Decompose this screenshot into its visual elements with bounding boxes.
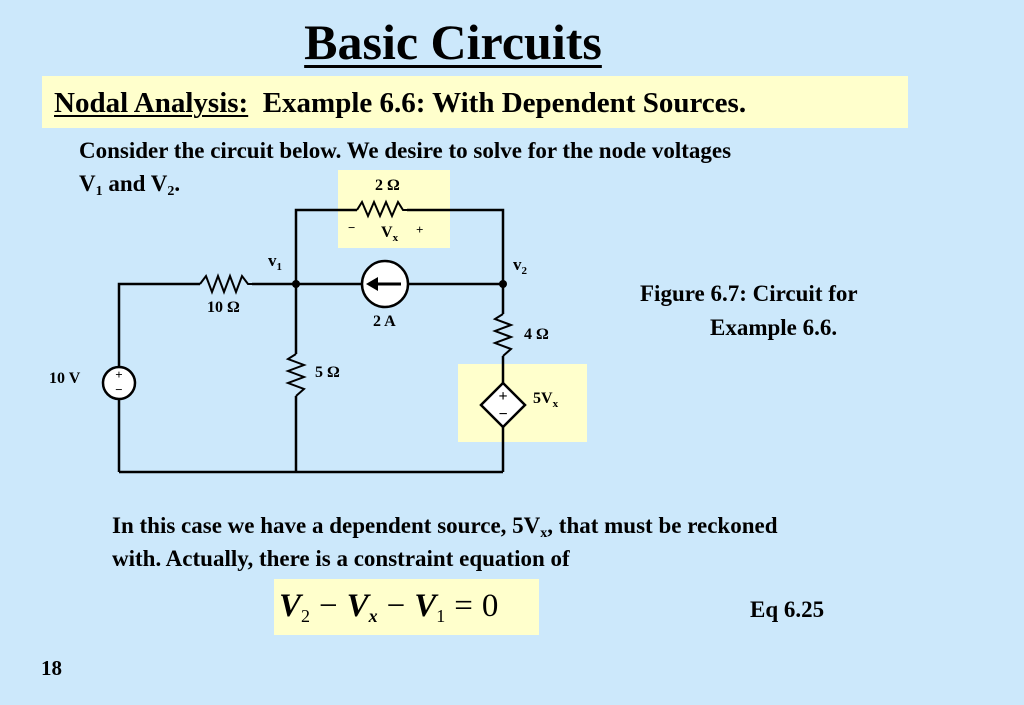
label-r-right: 4 Ω xyxy=(524,326,549,343)
current-source-2a xyxy=(360,259,410,309)
subtitle: Nodal Analysis: Example 6.6: With Depend… xyxy=(54,86,746,120)
equation-highlight xyxy=(274,579,539,635)
intro-line-1: Consider the circuit below. We desire to… xyxy=(79,138,732,163)
label-node-v2: v2 xyxy=(513,255,528,277)
label-r-top: 2 Ω xyxy=(375,177,400,194)
label-vx-minus: − xyxy=(348,220,355,235)
voltage-source-10v xyxy=(101,365,137,401)
label-current-source: 2 A xyxy=(373,313,396,330)
dependent-voltage-source xyxy=(479,381,527,429)
resistor-10-ohm xyxy=(199,273,252,295)
dep-minus: − xyxy=(498,406,507,423)
resistor-2-ohm xyxy=(356,199,407,219)
slide-title: Basic Circuits xyxy=(304,14,602,70)
vs-minus: − xyxy=(115,382,122,397)
resistor-5-ohm xyxy=(285,353,307,397)
label-vx: Vx xyxy=(381,224,399,244)
figure-caption: Figure 6.7: Circuit for Example 6.6. xyxy=(640,281,858,340)
label-r-left: 10 Ω xyxy=(207,299,240,316)
label-node-v1: v1 xyxy=(268,251,282,273)
label-r-middle: 5 Ω xyxy=(315,364,340,381)
subtitle-label: Nodal Analysis: xyxy=(54,87,249,119)
resistor-4-ohm xyxy=(492,313,514,357)
node-v1-dot xyxy=(292,280,300,288)
vs-plus: + xyxy=(115,367,122,382)
body-line-2: with. Actually, there is a constraint eq… xyxy=(112,546,570,571)
circuit-wires xyxy=(117,208,505,474)
page-number: 18 xyxy=(41,656,62,680)
subtitle-text: Example 6.6: With Dependent Sources. xyxy=(262,87,747,119)
dep-plus: + xyxy=(498,388,507,405)
body-line-1: In this case we have a dependent source,… xyxy=(112,513,778,541)
constraint-equation: V2−Vx−V1=0 xyxy=(279,588,499,626)
label-vx-plus: + xyxy=(416,222,423,237)
label-voltage-source: 10 V xyxy=(49,370,81,387)
intro-line-2: V1 and V2. xyxy=(79,171,181,199)
subtitle-highlight xyxy=(42,76,908,128)
node-v2-dot xyxy=(499,280,507,288)
label-dependent-source: 5Vx xyxy=(533,390,559,410)
equation-number: Eq 6.25 xyxy=(750,597,825,622)
